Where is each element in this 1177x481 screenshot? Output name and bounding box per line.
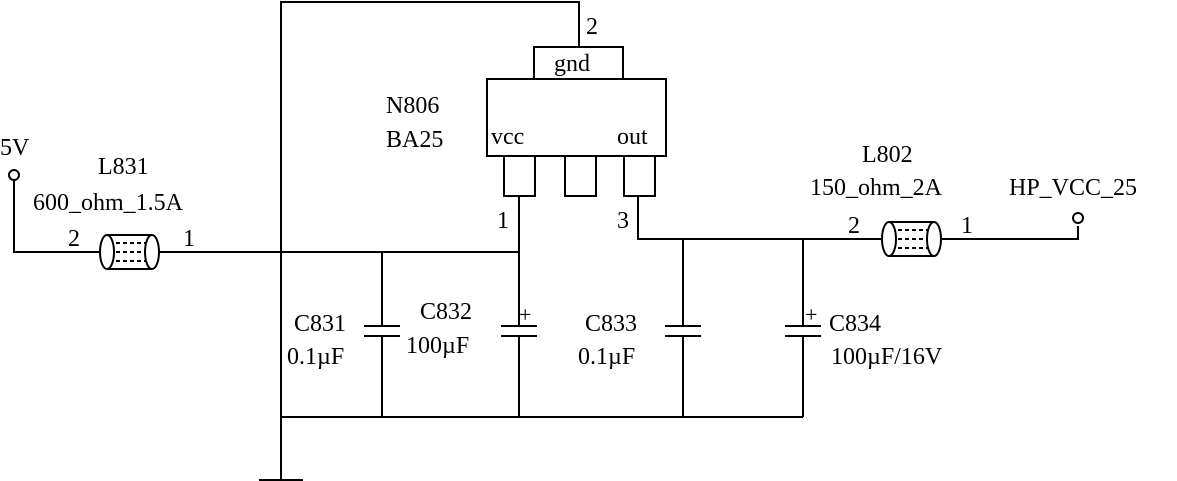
inductor-l802	[881, 221, 942, 257]
l802-pin-left: 2	[848, 213, 860, 239]
c834-value: 100µF/16V	[831, 344, 943, 370]
output-net-label: HP_VCC_25	[1009, 175, 1137, 201]
regulator-gnd-label: gnd	[554, 51, 590, 77]
out-pin	[623, 155, 656, 197]
c832-value: 100µF	[406, 333, 469, 359]
c834-ref: C834	[829, 311, 881, 337]
l802-value: 150_ohm_2A	[810, 175, 943, 201]
c831-value: 0.1µF	[287, 344, 344, 370]
wire-hp-vcc	[942, 226, 1079, 240]
c833-value: 0.1µF	[578, 344, 635, 370]
regulator-out-pin-number: 3	[617, 208, 629, 234]
regulator-n806	[486, 46, 667, 197]
regulator-part: BA25	[386, 127, 443, 153]
c831-ref: C831	[294, 311, 346, 337]
c833-ref: C833	[585, 311, 637, 337]
input-net-label: 5V	[0, 135, 30, 161]
gnd-tab	[533, 46, 624, 80]
c834-polarity: +	[805, 302, 817, 327]
l831-pin-right: 1	[183, 226, 195, 252]
nc-pin	[564, 155, 597, 197]
l831-pin-left: 2	[68, 226, 80, 252]
regulator-gnd-pin-number: 2	[586, 14, 598, 40]
regulator-vcc-pin-number: 1	[497, 208, 509, 234]
c832-polarity: +	[519, 302, 531, 327]
capacitor-c833	[665, 325, 701, 337]
l802-ref: L802	[862, 142, 913, 168]
regulator-vcc-label: vcc	[491, 124, 524, 150]
c832-ref: C832	[420, 299, 472, 325]
regulator-out-label: out	[617, 124, 648, 150]
wire-5v-input	[13, 180, 100, 253]
capacitor-c831	[364, 325, 400, 337]
terminal-5v	[8, 169, 20, 181]
vcc-pin	[503, 155, 536, 197]
l831-value: 600_ohm_1.5A	[33, 190, 184, 216]
l831-ref: L831	[98, 154, 149, 180]
capacitor-c834	[785, 325, 821, 337]
wire-ground-loop	[280, 1, 580, 452]
wires	[13, 1, 1079, 452]
capacitor-c832	[501, 325, 537, 337]
l802-pin-right: 1	[961, 213, 973, 239]
regulator-ref: N806	[386, 93, 439, 119]
terminal-hp-vcc	[1072, 212, 1084, 224]
inductor-l831	[99, 234, 160, 270]
wire-out-pin	[637, 196, 882, 240]
